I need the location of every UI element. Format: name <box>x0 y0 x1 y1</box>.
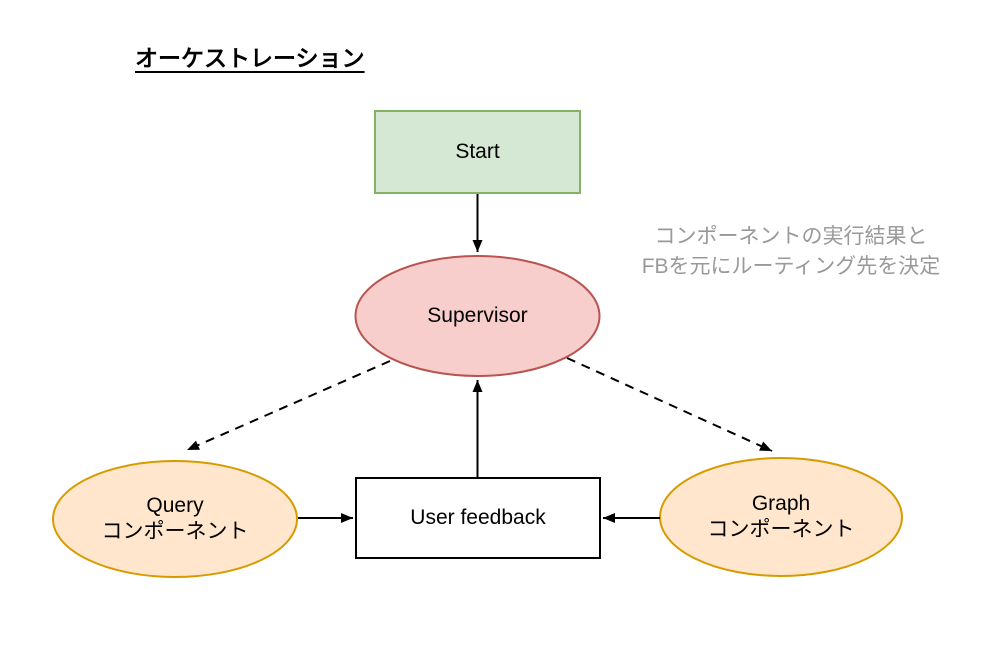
supervisor-annotation-line1: コンポーネントの実行結果と <box>654 225 928 248</box>
graph-node-label-line1: Graph <box>751 491 811 515</box>
start-node-label: Start <box>455 139 500 163</box>
supervisor-node-shape <box>354 255 601 377</box>
graph-node-label: Graph コンポーネント <box>660 458 902 576</box>
supervisor-node-label: Supervisor <box>427 303 528 327</box>
query-node-label-line2: コンポーネント <box>101 520 249 543</box>
edge-supervisor-to-query <box>186 360 391 451</box>
start-node-shape <box>374 110 581 194</box>
supervisor-annotation: コンポーネントの実行結果と FBを元にルーティング先を決定 <box>600 222 982 282</box>
query-node-label: Query コンポーネント <box>53 461 297 577</box>
diagram-title: オーケストレーション <box>135 45 365 71</box>
query-node-shape <box>52 460 298 578</box>
edge-supervisor-to-graph <box>566 357 773 452</box>
query-node-label-line1: Query <box>146 493 204 517</box>
edges-group <box>186 194 773 523</box>
supervisor-annotation-line2: FBを元にルーティング先を決定 <box>641 255 941 278</box>
user-feedback-node-shape <box>355 477 601 559</box>
graph-node-label-line2: コンポーネント <box>707 518 855 541</box>
user-feedback-node-label: User feedback <box>410 505 546 529</box>
